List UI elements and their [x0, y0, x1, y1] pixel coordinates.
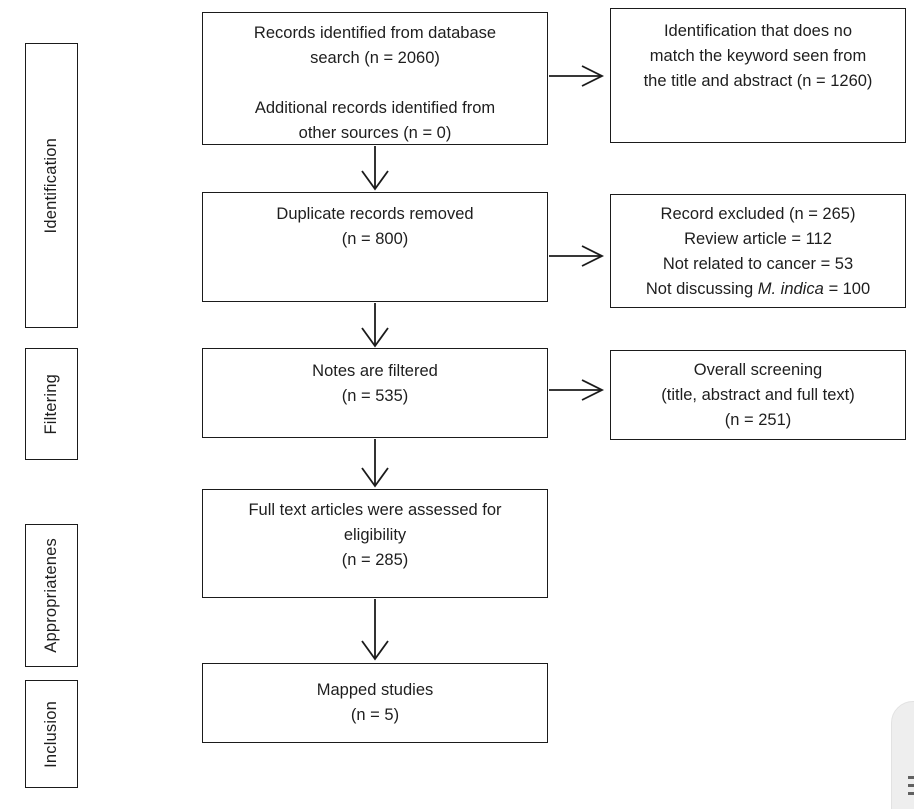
exclusion-not-discussing-species: M. indica =: [757, 280, 843, 298]
arrow-right-records-to-excluded: [549, 65, 605, 87]
box-records-identified: Records identified from database search …: [202, 12, 548, 145]
box-duplicates-removed: Duplicate records removed (n = 800): [202, 192, 548, 302]
box-identification-excluded-text: Identification that does no match the ke…: [643, 22, 873, 90]
box-fulltext-assessed-text: Full text articles were assessed for eli…: [248, 501, 502, 569]
stage-box-inclusion: Inclusion: [25, 680, 78, 788]
exclusion-not-discussing-pre: Not discussing: [645, 280, 758, 298]
exclusion-line-total: Record excluded (n = 265): [660, 205, 856, 223]
exclusion-line-not-discussing: Not discussing M. indica = 100: [611, 277, 905, 302]
box-records-excluded: Record excluded (n = 265) Review article…: [610, 194, 906, 308]
stage-label-identification: Identification: [42, 137, 60, 234]
stage-label-appropriateness: Appropriatenes: [42, 538, 60, 653]
exclusion-line-review: Review article = 112: [684, 230, 832, 248]
box-notes-filtered-text: Notes are filtered (n = 535): [312, 362, 438, 405]
arrow-right-duplicates-to-excluded: [549, 245, 605, 267]
exclusion-line-cancer: Not related to cancer = 53: [662, 255, 854, 273]
arrow-down-fulltext-to-mapped: [361, 599, 389, 661]
stage-box-appropriateness: Appropriatenes: [25, 524, 78, 667]
clipped-text-fragment: [908, 792, 914, 795]
clipped-text-fragment: [908, 784, 914, 787]
box-notes-filtered: Notes are filtered (n = 535): [202, 348, 548, 438]
box-overall-screening: Overall screening (title, abstract and f…: [610, 350, 906, 440]
clipped-text-fragment: [908, 776, 914, 779]
box-fulltext-assessed: Full text articles were assessed for eli…: [202, 489, 548, 598]
arrow-down-records-to-duplicates: [361, 146, 389, 191]
exclusion-not-discussing-count: 100: [842, 280, 871, 298]
stage-label-filtering: Filtering: [42, 373, 60, 435]
arrow-down-notes-to-fulltext: [361, 439, 389, 488]
box-identification-excluded: Identification that does no match the ke…: [610, 8, 906, 143]
arrow-down-duplicates-to-notes: [361, 303, 389, 348]
stage-label-inclusion: Inclusion: [42, 700, 60, 768]
box-mapped-studies-text: Mapped studies (n = 5): [316, 681, 434, 724]
box-mapped-studies: Mapped studies (n = 5): [202, 663, 548, 743]
stage-box-filtering: Filtering: [25, 348, 78, 460]
arrow-right-notes-to-screening: [549, 379, 605, 401]
stage-box-identification: Identification: [25, 43, 78, 328]
box-duplicates-removed-text: Duplicate records removed (n = 800): [276, 205, 474, 248]
box-records-identified-text: Records identified from database search …: [253, 24, 497, 142]
box-overall-screening-text: Overall screening (title, abstract and f…: [661, 361, 855, 429]
